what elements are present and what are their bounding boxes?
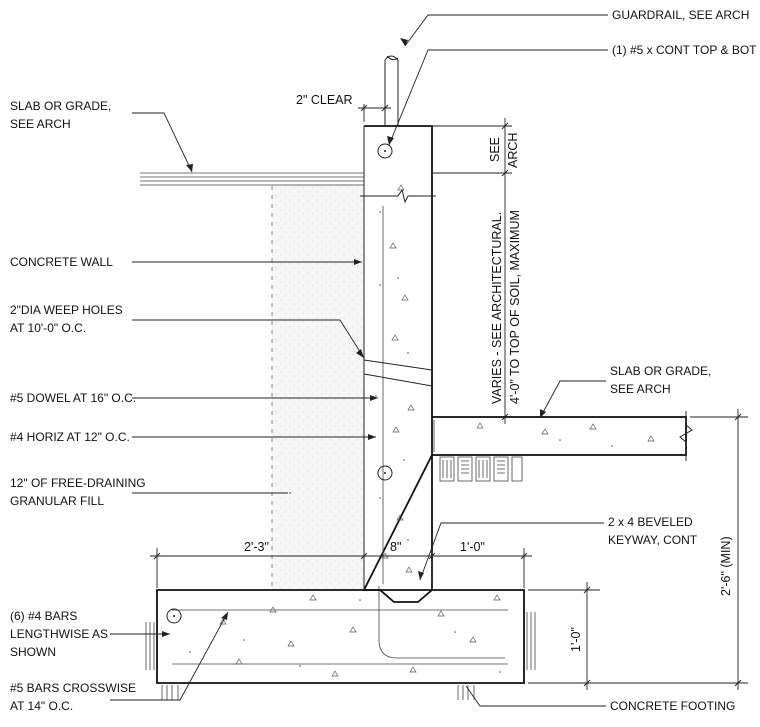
- weep-holes-label-line2: AT 10'-0" O.C.: [10, 321, 86, 335]
- guardrail-label: GUARDRAIL, SEE ARCH: [612, 8, 749, 22]
- concrete-footing-label: CONCRETE FOOTING: [610, 699, 735, 713]
- concrete-aggregate: [219, 184, 655, 677]
- bars6-label-line1: (6) #4 BARS: [10, 609, 77, 623]
- top-bar-circle: [377, 143, 393, 159]
- granular-fill-zone: [272, 184, 364, 590]
- horiz-bar-label: #4 HORIZ AT 12" O.C.: [10, 430, 130, 444]
- wall-break-line: [360, 188, 436, 204]
- top-bot-bars-label: (1) #5 x CONT TOP & BOT: [612, 43, 757, 57]
- slab-left-label-line2: SEE ARCH: [10, 117, 71, 131]
- min-depth-dim: [600, 409, 748, 690]
- fill-label-line1: 12" OF FREE-DRAINING: [10, 476, 146, 490]
- min-depth-dim-text: 2'-6" (MIN): [719, 536, 733, 596]
- slab-subbase-hatch: [439, 456, 523, 482]
- horiz-bar-circle: [377, 465, 393, 481]
- clear-dim: [358, 104, 391, 122]
- bars5-label-line1: #5 BARS CROSSWISE: [10, 681, 136, 695]
- left-grade-lines: [140, 172, 364, 186]
- slab-right-label-line2: SEE ARCH: [610, 382, 671, 396]
- see-arch-dim: [432, 118, 512, 180]
- leader-arrowheads: [162, 38, 546, 637]
- slab-right-label-line1: SLAB OR GRADE,: [610, 364, 711, 378]
- footing-depth-dim-text: 1'-0": [569, 627, 583, 652]
- footing-bar-circle: [166, 608, 182, 624]
- footing-depth-dim: [528, 582, 600, 690]
- concrete-wall-label: CONCRETE WALL: [10, 255, 113, 269]
- varies-text-line1: VARIES - SEE ARCHITECTURAL.: [490, 212, 504, 404]
- guardrail-post: [384, 55, 399, 126]
- see-arch-text-line2: ARCH: [506, 133, 520, 168]
- slab-left-label-line1: SLAB OR GRADE,: [10, 99, 111, 113]
- varies-dim: [501, 180, 509, 424]
- dowel-bar: [378, 586, 505, 659]
- leaders: [110, 14, 608, 707]
- bars5-label-line2: AT 14" O.C.: [10, 699, 73, 713]
- footing-edge-hatch: [145, 612, 536, 700]
- weep-hole: [363, 359, 433, 387]
- wall-thickness-dim-text: 8": [390, 540, 401, 554]
- footing-outline: [156, 589, 525, 684]
- keyway-label-line1: 2 x 4 BEVELED: [608, 515, 693, 529]
- left-extension-dim-text: 2'-3": [244, 540, 269, 554]
- concrete-dots: [189, 211, 613, 673]
- right-extension-dim-text: 1'-0": [460, 540, 485, 554]
- keyway-label-line2: KEYWAY, CONT: [608, 533, 698, 547]
- clear-dim-text: 2" CLEAR: [296, 93, 353, 107]
- varies-text-line2: 4'-0" TO TOP OF SOIL, MAXIMUM: [508, 210, 522, 404]
- weep-holes-label-line1: 2"DIA WEEP HOLES: [10, 303, 123, 317]
- dowel-label: #5 DOWEL AT 16" O.C.: [10, 391, 136, 405]
- bars6-label-line3: SHOWN: [10, 645, 56, 659]
- fill-label-line2: GRANULAR FILL: [10, 494, 104, 508]
- see-arch-text-line1: SEE: [488, 137, 502, 162]
- footing-width-dims: [150, 548, 532, 588]
- bars6-label-line2: LENGTHWISE AS: [10, 627, 108, 641]
- right-slab: [431, 411, 693, 461]
